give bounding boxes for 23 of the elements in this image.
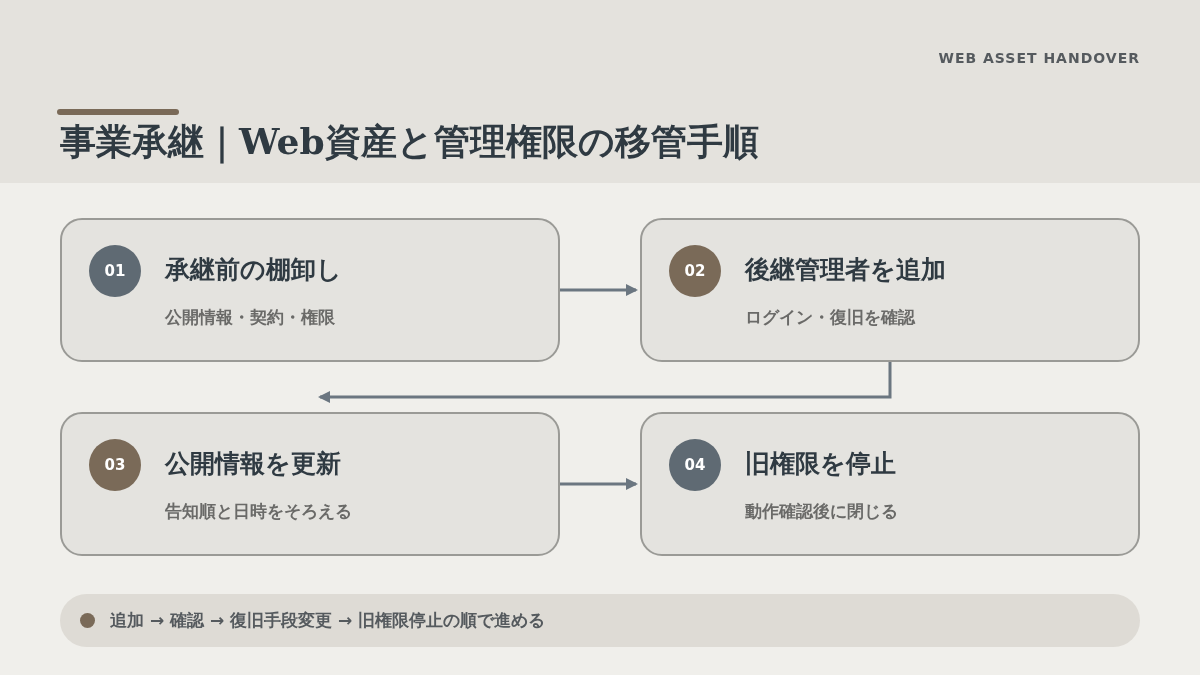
subtitle: WEB ASSET HANDOVER bbox=[938, 50, 1140, 66]
step-number-circle: 02 bbox=[669, 245, 721, 297]
step-title: 公開情報を更新 bbox=[165, 448, 341, 480]
step-description: ログイン・復旧を確認 bbox=[745, 306, 915, 329]
step-title: 承継前の棚卸し bbox=[165, 254, 342, 286]
summary-band bbox=[60, 594, 1140, 647]
step-card bbox=[640, 412, 1140, 556]
step-title: 旧権限を停止 bbox=[745, 448, 896, 480]
step-description: 動作確認後に閉じる bbox=[745, 500, 898, 523]
step-title: 後継管理者を追加 bbox=[745, 254, 946, 286]
step-number-circle: 03 bbox=[89, 439, 141, 491]
step-number-circle: 01 bbox=[89, 245, 141, 297]
step-description: 公開情報・契約・権限 bbox=[165, 306, 335, 329]
step-card bbox=[640, 218, 1140, 362]
arrow bbox=[318, 362, 892, 403]
step-card bbox=[60, 412, 560, 556]
step-card bbox=[60, 218, 560, 362]
arrow bbox=[560, 284, 638, 296]
page-title: 事業承継｜Web資産と管理権限の移管手順 bbox=[60, 119, 759, 166]
summary-text: 追加 → 確認 → 復旧手段変更 → 旧権限停止の順で進める bbox=[110, 609, 546, 632]
step-number-circle: 04 bbox=[669, 439, 721, 491]
arrow bbox=[560, 478, 638, 490]
step-description: 告知順と日時をそろえる bbox=[165, 500, 352, 523]
